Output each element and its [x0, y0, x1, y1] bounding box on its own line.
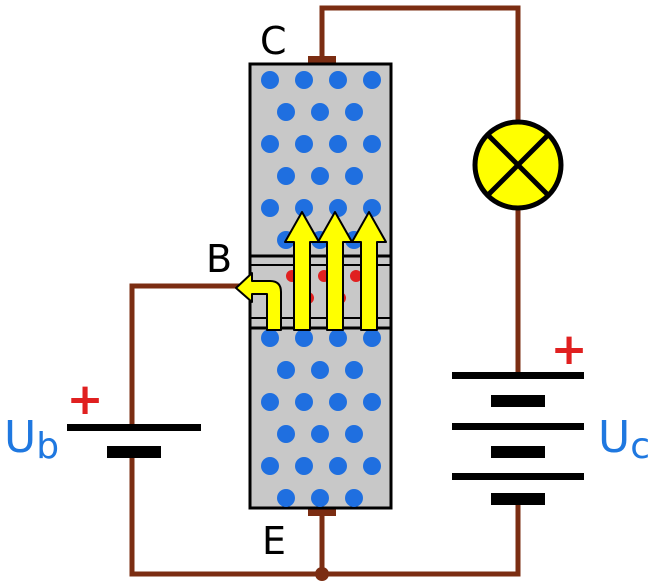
electron: [329, 71, 347, 89]
collector-terminal: [308, 56, 336, 66]
electron: [363, 329, 381, 347]
electron: [363, 393, 381, 411]
base-voltage-main: U: [4, 412, 36, 463]
base-wire: [129, 283, 250, 428]
electron: [261, 457, 279, 475]
electron: [311, 103, 329, 121]
electron: [277, 425, 295, 443]
collector-battery-bottom-wire: [322, 498, 521, 577]
collector-battery-plus: +: [551, 324, 588, 375]
electron: [311, 167, 329, 185]
electron: [311, 361, 329, 379]
electron: [277, 489, 295, 507]
current-arrow-icon: [351, 211, 387, 331]
electron: [277, 167, 295, 185]
collector-wire: [319, 5, 521, 128]
collector-voltage-main: U: [598, 412, 630, 463]
collector-voltage-sub: c: [630, 426, 650, 467]
electron: [261, 199, 279, 217]
electron: [277, 361, 295, 379]
electrons: [261, 71, 381, 507]
electron: [311, 489, 329, 507]
collector-voltage-label: Uc: [598, 412, 650, 467]
lamp-icon: [472, 119, 564, 211]
circuit-wires: [129, 5, 521, 577]
electron: [329, 329, 347, 347]
current-arrow-icon: [284, 211, 320, 331]
electron: [295, 199, 313, 217]
base-voltage-sub: b: [36, 426, 59, 467]
electron: [345, 103, 363, 121]
electron: [345, 489, 363, 507]
ground-junction: [315, 567, 329, 581]
electron: [329, 457, 347, 475]
electron: [345, 361, 363, 379]
electron: [261, 135, 279, 153]
electron: [329, 393, 347, 411]
emitter-region: [248, 326, 393, 510]
electron: [261, 71, 279, 89]
collector-current-arrows: [235, 211, 387, 331]
electron: [363, 135, 381, 153]
collector-battery-icon: [452, 372, 584, 505]
electron: [345, 167, 363, 185]
electron: [295, 329, 313, 347]
base-battery-icon: [67, 424, 201, 458]
base-return-wire: [129, 452, 322, 577]
electron: [363, 457, 381, 475]
collector-label: C: [260, 19, 287, 63]
hole: [350, 270, 362, 282]
base-current-arrow-icon: [235, 272, 282, 331]
base-battery-plus: +: [67, 374, 104, 425]
electron: [363, 71, 381, 89]
electron: [261, 393, 279, 411]
emitter-terminal: [308, 506, 336, 516]
electron: [345, 425, 363, 443]
electron: [277, 103, 295, 121]
electron: [329, 199, 347, 217]
electron: [261, 329, 279, 347]
base-label: B: [206, 237, 232, 281]
electron: [295, 71, 313, 89]
emitter-label: E: [262, 519, 286, 563]
electron: [329, 135, 347, 153]
electron: [295, 393, 313, 411]
electron: [363, 199, 381, 217]
base-voltage-label: Ub: [4, 412, 59, 467]
electron: [295, 135, 313, 153]
electron: [311, 425, 329, 443]
electron: [295, 457, 313, 475]
current-arrow-icon: [317, 211, 353, 331]
